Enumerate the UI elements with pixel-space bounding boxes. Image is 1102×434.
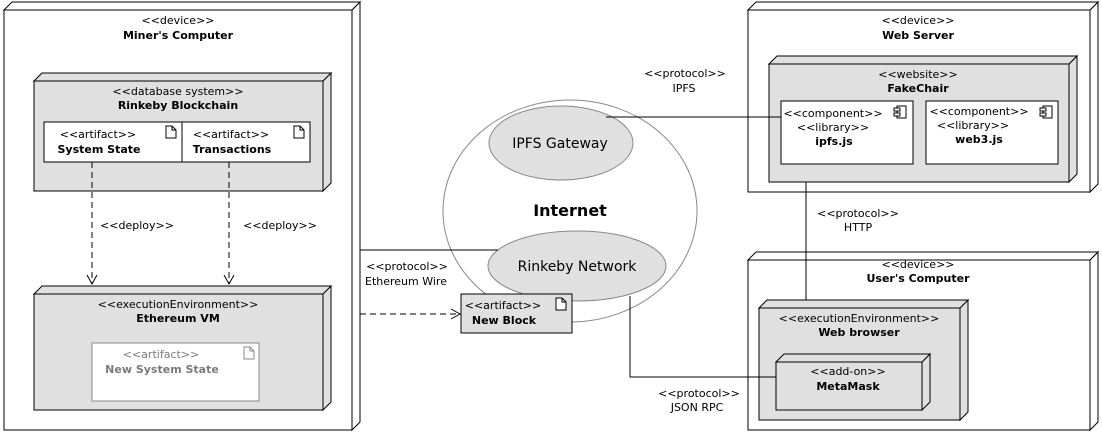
json-rpc-link <box>629 296 776 378</box>
node-title: MetaMask <box>816 380 880 393</box>
artifact-stereotype: <<artifact>> <box>193 128 269 141</box>
artifact-icon <box>555 297 567 311</box>
node-stereotype: <<website>> <box>878 68 957 81</box>
ipfs-gateway[interactable]: IPFS Gateway <box>488 105 634 181</box>
artifact-system-state[interactable]: <<artifact>> System State <box>43 121 183 163</box>
node-stereotype: <<device>> <box>882 14 955 27</box>
artifact-stereotype: <<artifact>> <box>123 348 199 361</box>
component-icon <box>893 105 907 119</box>
ipfs-stereotype: <<protocol>> <box>644 67 726 80</box>
node-stereotype: <<executionEnvironment>> <box>779 312 940 325</box>
node-title: Web browser <box>818 326 900 339</box>
artifact-icon <box>293 125 305 139</box>
deploy-label-left: <<deploy>> <box>100 219 174 232</box>
json-rpc-name: JSON RPC <box>670 401 724 414</box>
artifact-stereotype: <<artifact>> <box>465 299 541 312</box>
rinkeby-network[interactable]: Rinkeby Network <box>487 230 667 302</box>
rinkeby-network-label: Rinkeby Network <box>518 259 638 275</box>
node-title: Web Server <box>882 29 954 42</box>
artifact-stereotype: <<artifact>> <box>60 128 136 141</box>
ipfs-gateway-label: IPFS Gateway <box>512 136 608 152</box>
component-title: web3.js <box>955 133 1003 146</box>
ethereum-wire-stereotype: <<protocol>> <box>366 260 448 273</box>
component-ipfs-js[interactable]: <<component>> <<library>> ipfs.js <box>780 100 914 165</box>
node-stereotype: <<device>> <box>882 258 955 271</box>
component-stereotype: <<component>> <box>929 105 1028 118</box>
artifact-icon <box>165 125 177 139</box>
node-title: Rinkeby Blockchain <box>118 99 238 112</box>
component-stereotype-2: <<library>> <box>797 121 869 134</box>
artifact-title: System State <box>58 143 141 156</box>
artifact-new-system-state[interactable]: <<artifact>> New System State <box>91 342 260 402</box>
component-title: ipfs.js <box>815 135 853 148</box>
node-title: Ethereum VM <box>136 312 220 325</box>
http-name: HTTP <box>844 221 873 234</box>
json-rpc-stereotype: <<protocol>> <box>658 387 740 400</box>
artifact-transactions[interactable]: <<artifact>> Transactions <box>181 121 311 163</box>
ethereum-wire-name: Ethereum Wire <box>365 275 447 288</box>
artifact-title: New Block <box>472 314 537 327</box>
ipfs-name: IPFS <box>673 82 696 95</box>
artifact-new-block[interactable]: <<artifact>> New Block <box>460 293 573 334</box>
component-stereotype: <<component>> <box>783 107 882 120</box>
component-web3-js[interactable]: <<component>> <<library>> web3.js <box>925 100 1059 165</box>
artifact-title: Transactions <box>193 143 272 156</box>
node-title: FakeChair <box>887 82 949 95</box>
artifact-title: New System State <box>105 363 219 376</box>
artifact-icon <box>243 346 255 360</box>
http-stereotype: <<protocol>> <box>817 207 899 220</box>
component-icon <box>1039 105 1053 119</box>
node-metamask[interactable]: <<add-on>> MetaMask <box>774 352 932 412</box>
deploy-label-right: <<deploy>> <box>243 219 317 232</box>
component-stereotype-2: <<library>> <box>937 119 1009 132</box>
internet-label: Internet <box>533 201 607 220</box>
node-stereotype: <<device>> <box>142 14 215 27</box>
node-title: Miner's Computer <box>123 29 234 42</box>
node-stereotype: <<add-on>> <box>810 365 885 378</box>
node-stereotype: <<executionEnvironment>> <box>98 298 259 311</box>
node-stereotype: <<database system>> <box>112 85 243 98</box>
node-title: User's Computer <box>866 272 970 285</box>
